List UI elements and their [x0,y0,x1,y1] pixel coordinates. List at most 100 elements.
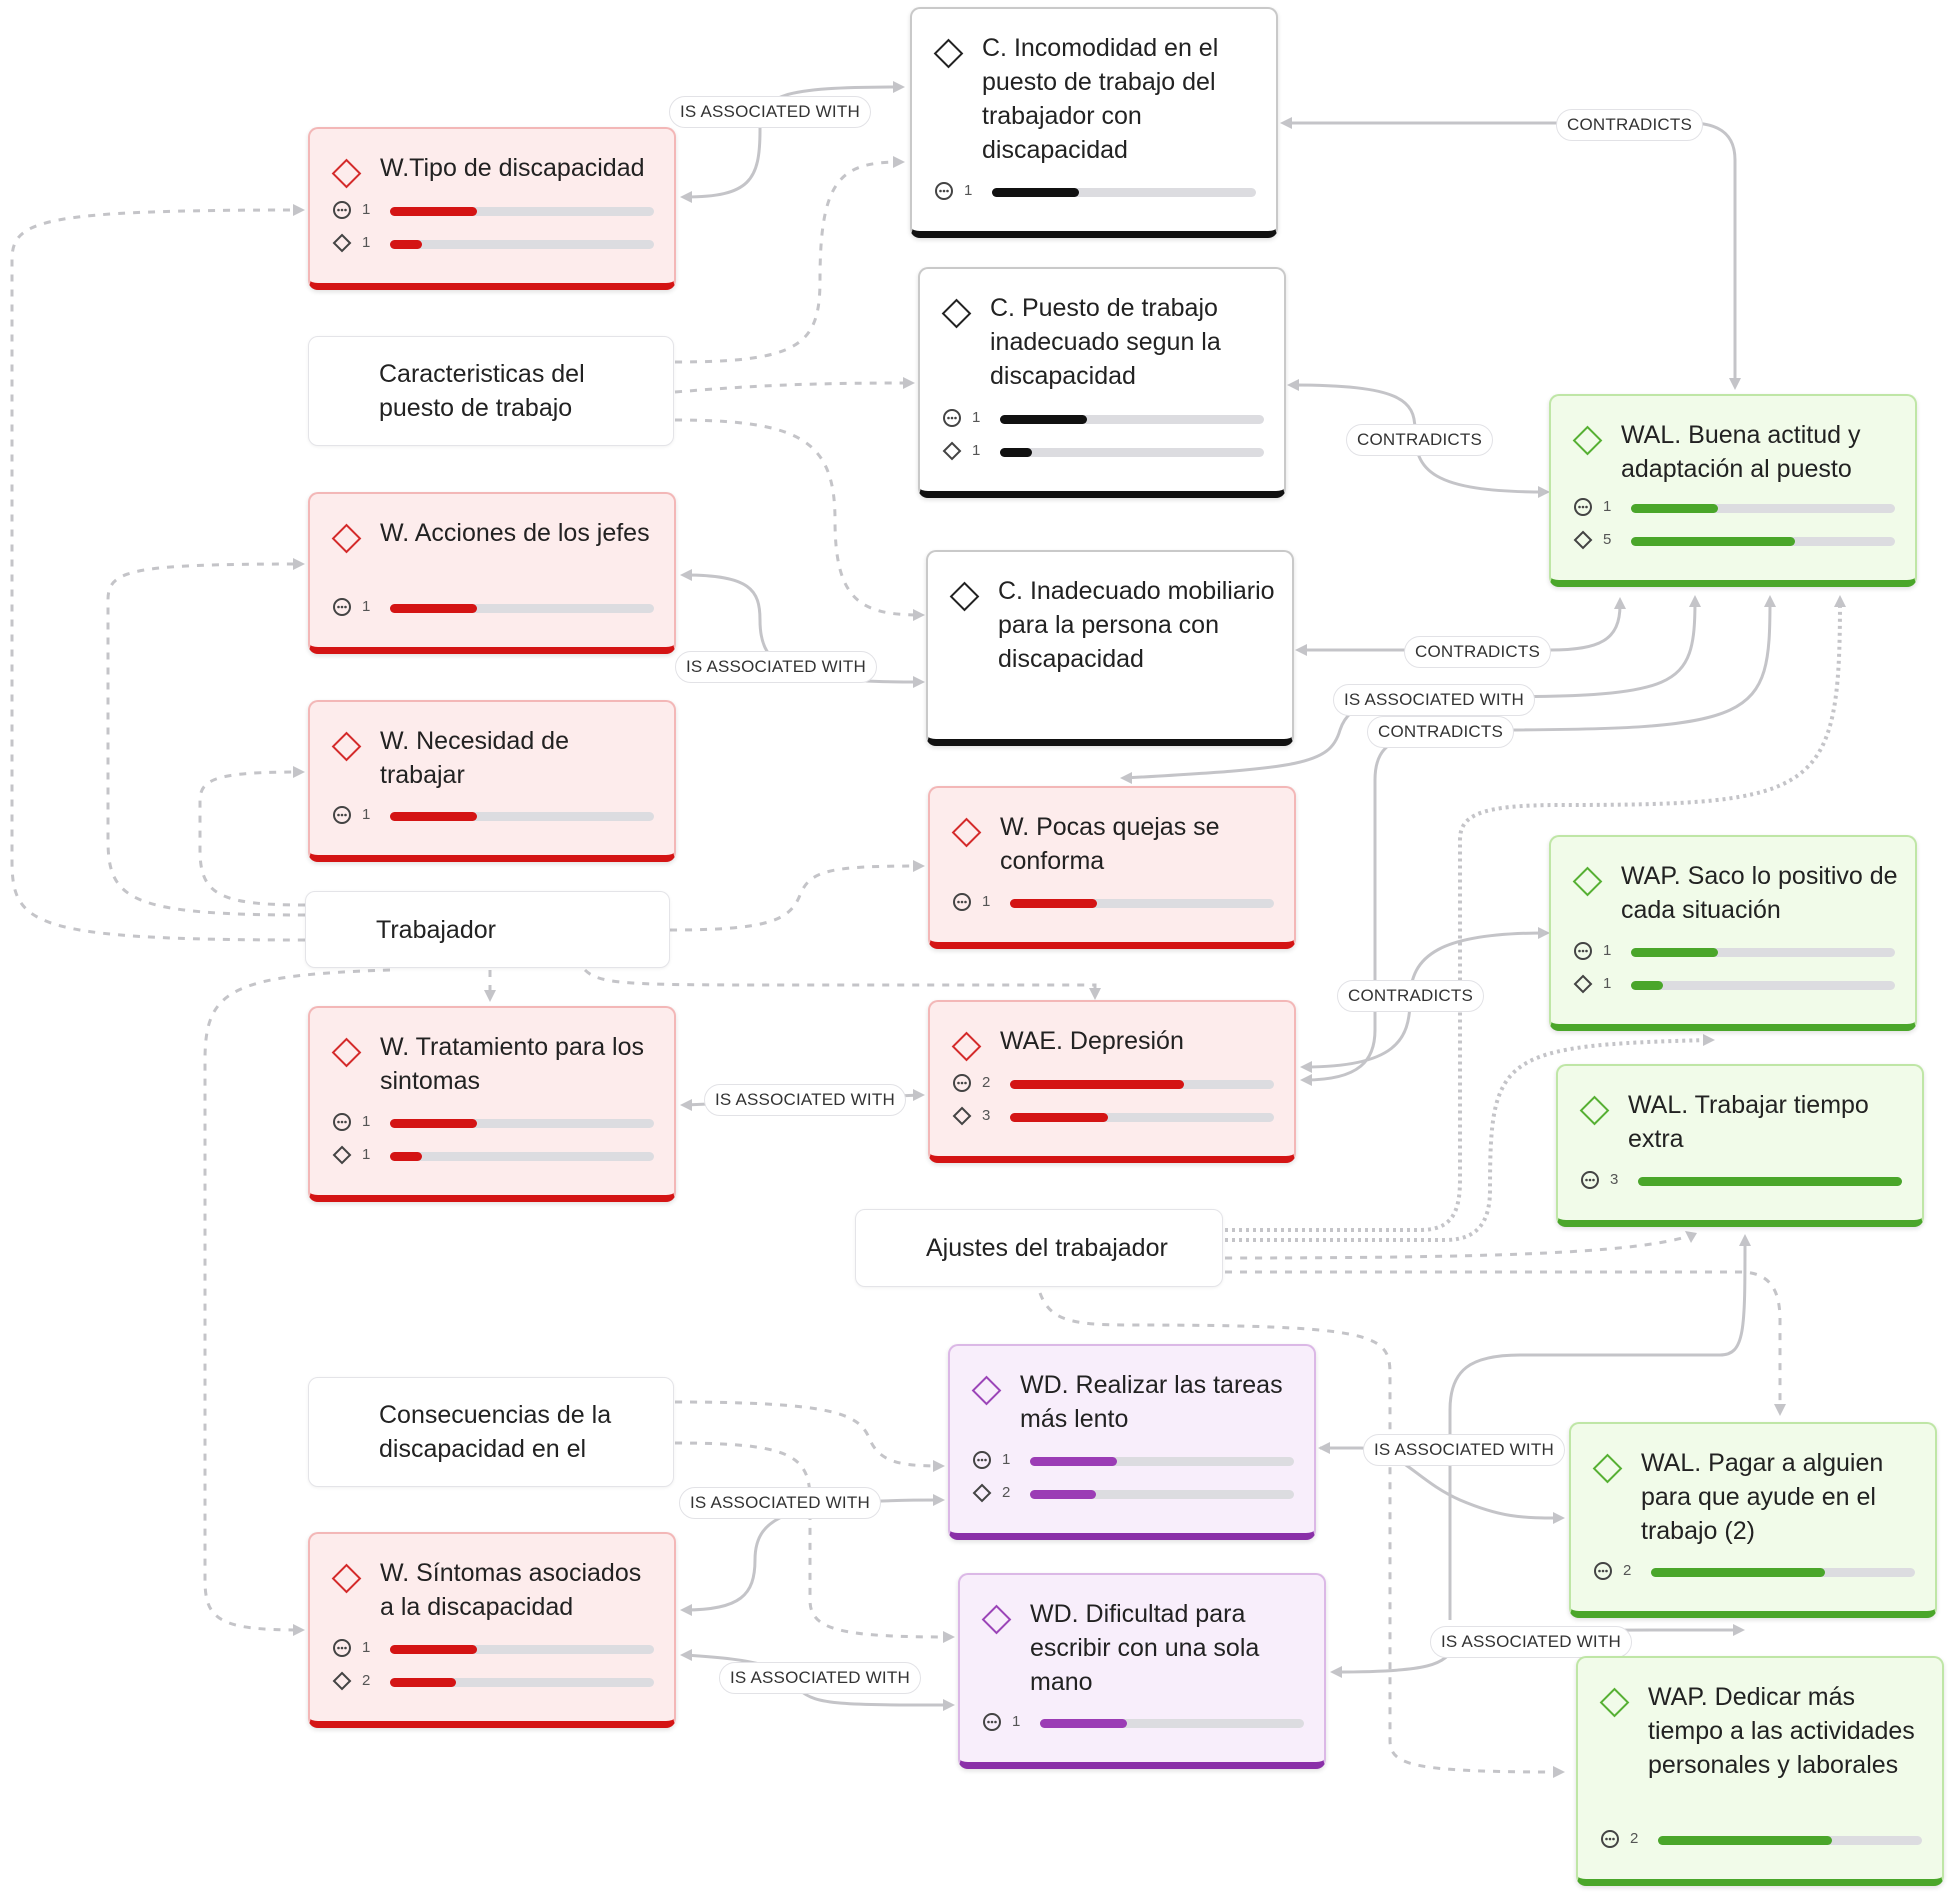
node-title: WAL. Trabajar tiempo extra [1628,1091,1869,1153]
node-escribir[interactable]: WD. Dificultad para escribir con una sol… [958,1573,1326,1769]
edge-label[interactable]: CONTRADICTS [1556,109,1703,141]
quotation-count-row: 2 [1600,1829,1926,1851]
comment-icon [332,597,352,617]
progress-fill [1010,1113,1108,1122]
group-trabajador[interactable]: Trabajador [305,891,670,968]
edge-trab-acciones [106,562,306,917]
diamond-icon [952,1106,972,1126]
diamond-icon [1573,974,1593,994]
count-value: 2 [982,1074,991,1091]
node-acciones[interactable]: W. Acciones de los jefes 1 [308,492,676,654]
edge-car-incomodidad [674,160,901,364]
edge-lento-extra2 [1448,1239,1747,1620]
edge-label[interactable]: CONTRADICTS [1367,716,1514,748]
progress-fill [1631,537,1795,546]
comment-icon [972,1450,992,1470]
node-title: C. Inadecuado mobiliario para la persona… [998,577,1275,673]
group-title: Ajustes del trabajador [926,1234,1168,1262]
comment-icon [1580,1170,1600,1190]
progress-fill [1010,1080,1185,1089]
edge-label[interactable]: IS ASSOCIATED WITH [1363,1434,1565,1466]
node-incomodidad[interactable]: C. Incomodidad en el puesto de trabajo d… [910,7,1278,238]
code-diamond-icon [1599,1687,1630,1718]
code-diamond-icon [1579,1095,1610,1126]
code-diamond-icon [1572,866,1603,897]
quotation-count-row: 1 [934,181,1260,203]
node-title: W. Pocas quejas se conforma [1000,813,1220,875]
comment-icon [942,408,962,428]
quotation-count-row: 1 [1573,941,1899,963]
node-dedicar[interactable]: WAP. Dedicar más tiempo a las actividade… [1576,1656,1944,1886]
edge-label[interactable]: IS ASSOCIATED WITH [704,1084,906,1116]
count-value: 1 [362,1146,371,1163]
code-count-row: 2 [972,1483,1298,1505]
edge-label[interactable]: IS ASSOCIATED WITH [719,1662,921,1694]
count-value: 5 [1603,531,1612,548]
diamond-icon [942,441,962,461]
group-ajustes[interactable]: Ajustes del trabajador [855,1209,1223,1287]
edge-label[interactable]: IS ASSOCIATED WITH [675,651,877,683]
progress-fill [1631,504,1719,513]
progress-track [1631,948,1895,957]
edge-label[interactable]: CONTRADICTS [1404,636,1551,668]
code-diamond-icon [1572,425,1603,456]
quotation-count-row: 2 [1593,1561,1919,1583]
quotation-count-row: 2 [952,1073,1278,1095]
progress-track [390,604,654,613]
node-mobiliario[interactable]: C. Inadecuado mobiliario para la persona… [926,550,1294,746]
group-consecuencias[interactable]: Consecuencias de la discapacidad en el [308,1377,674,1487]
code-diamond-icon [971,1375,1002,1406]
comment-icon [332,1638,352,1658]
edge-label[interactable]: IS ASSOCIATED WITH [1333,684,1535,716]
progress-track [1638,1177,1902,1186]
quotation-count-row: 1 [972,1450,1298,1472]
count-value: 1 [362,598,371,615]
count-value: 1 [982,893,991,910]
edge-label[interactable]: CONTRADICTS [1337,980,1484,1012]
progress-track [390,240,654,249]
comment-icon [1573,941,1593,961]
edge-label[interactable]: IS ASSOCIATED WITH [1430,1626,1632,1658]
code-diamond-icon [981,1604,1012,1635]
node-title: W. Acciones de los jefes [380,519,650,547]
progress-track [1010,1080,1274,1089]
edge-label[interactable]: CONTRADICTS [1346,424,1493,456]
progress-fill [1000,448,1032,457]
node-puesto[interactable]: C. Puesto de trabajo inadecuado segun la… [918,267,1286,498]
edge-label[interactable]: IS ASSOCIATED WITH [679,1487,881,1519]
code-diamond-icon [1592,1453,1623,1484]
code-diamond-icon [331,731,362,762]
code-count-row: 1 [332,1145,658,1167]
node-buena[interactable]: WAL. Buena actitud y adaptación al puest… [1549,394,1917,587]
code-diamond-icon [331,1563,362,1594]
edge-label[interactable]: IS ASSOCIATED WITH [669,96,871,128]
count-value: 1 [972,409,981,426]
progress-fill [1000,415,1088,424]
group-caracteristicas[interactable]: Caracteristicas del puesto de trabajo [308,336,674,446]
progress-fill [390,1119,478,1128]
node-title: W. Tratamiento para los sintomas [380,1033,645,1095]
comment-icon [332,200,352,220]
node-pagar[interactable]: WAL. Pagar a alguien para que ayude en e… [1569,1422,1937,1618]
progress-fill [1631,981,1663,990]
node-quejas[interactable]: W. Pocas quejas se conforma 1 [928,786,1296,949]
diamond-icon [332,1145,352,1165]
progress-track [1631,504,1895,513]
count-value: 1 [1603,975,1612,992]
edge-ajustes-extra [1224,1234,1691,1260]
edge-car-mobiliario [674,418,921,617]
progress-track [1030,1490,1294,1499]
diamond-icon [332,1671,352,1691]
progress-fill [390,240,422,249]
edge-trab-depresion [583,968,1097,995]
code-count-row: 1 [332,233,658,255]
progress-track [1631,537,1895,546]
